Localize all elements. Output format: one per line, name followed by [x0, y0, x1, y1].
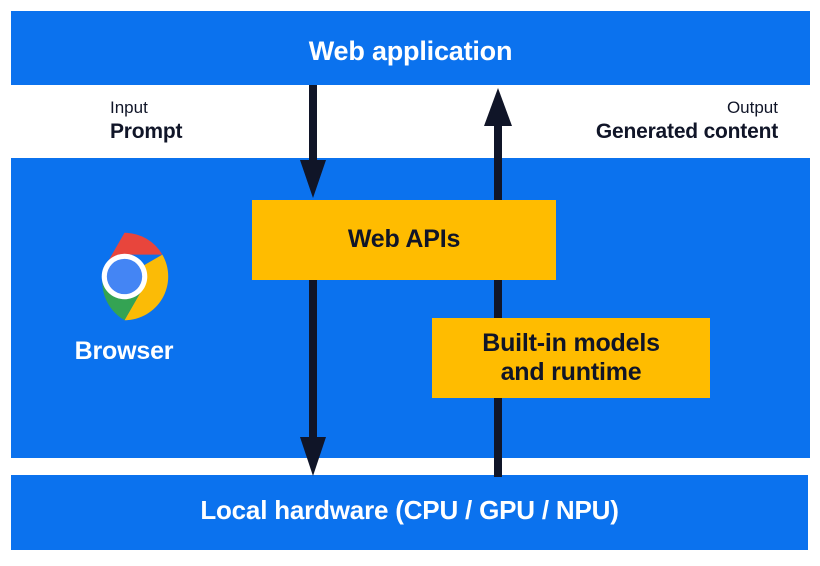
local-hardware-band: Local hardware (CPU / GPU / NPU) — [11, 475, 808, 550]
output-kind-label: Output — [726, 98, 778, 117]
web-apis-label: Web APIs — [347, 225, 461, 254]
web-application-label: Web application — [308, 36, 513, 66]
web-application-band: Web application — [11, 11, 810, 85]
chrome-logo-icon — [78, 230, 171, 323]
output-label-group: Output Generated content — [596, 98, 778, 144]
builtin-models-box[interactable]: Built-in models and runtime — [432, 318, 710, 398]
web-apis-box[interactable]: Web APIs — [252, 200, 556, 280]
input-value-label: Prompt — [110, 119, 183, 143]
input-kind-label: Input — [110, 98, 148, 117]
input-label-group: Input Prompt — [110, 98, 183, 144]
builtin-models-label: Built-in models and runtime — [482, 328, 660, 387]
output-value-label: Generated content — [595, 119, 778, 143]
local-hardware-label: Local hardware (CPU / GPU / NPU) — [200, 495, 619, 525]
browser-label: Browser — [74, 337, 174, 365]
